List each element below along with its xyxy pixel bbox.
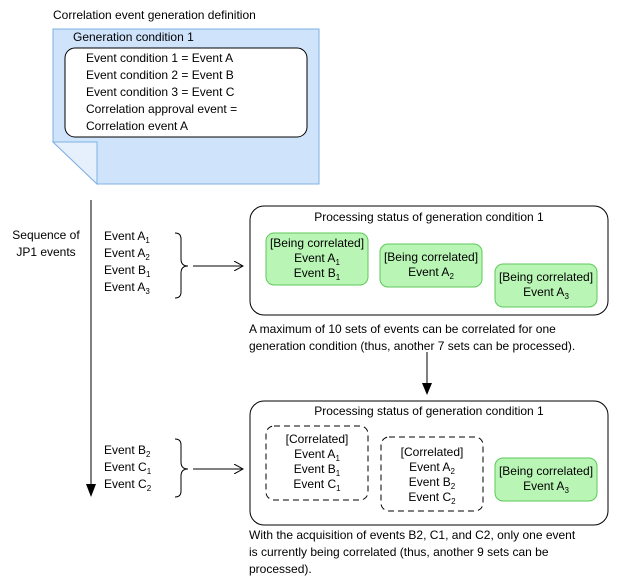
box-event: Event B2	[408, 475, 456, 491]
status-label: [Correlated]	[400, 445, 464, 459]
status-label: [Being correlated]	[269, 236, 365, 250]
note-line: processed).	[249, 562, 312, 576]
sequence-label: Sequence of JP1 events	[3, 227, 89, 261]
sequence-label-line: JP1 events	[16, 245, 76, 259]
panel1-note: A maximum of 10 sets of events can be co…	[249, 321, 575, 355]
box-event: Event B1	[293, 266, 341, 282]
panel2-box2-label: [Correlated] Event A2 Event B2 Event C2	[381, 445, 483, 506]
panel2-box3-label: [Being correlated] Event A3	[495, 464, 597, 495]
event-item: Event A3	[104, 280, 150, 296]
box-event: Event C1	[293, 477, 341, 493]
box-event: Event A1	[294, 251, 340, 267]
box-event: Event C2	[408, 490, 456, 506]
group2-event-list: Event B2 Event C1 Event C2	[104, 442, 151, 493]
panel1-box2	[379, 243, 483, 288]
panel1-box1	[265, 232, 369, 286]
status-label: [Correlated]	[285, 432, 349, 446]
condition-box	[64, 47, 308, 138]
box-event: Event A3	[523, 285, 569, 301]
panel1-box3-label: [Being correlated] Event A3	[495, 270, 597, 301]
condition-title: Generation condition 1	[73, 30, 194, 44]
timeline-arrowhead	[86, 484, 96, 497]
box-event: Event A2	[408, 265, 454, 281]
box-event: Event B1	[293, 462, 341, 478]
panel1-box3	[494, 263, 598, 308]
event-item: Event B1	[104, 263, 151, 279]
status-label: [Being correlated]	[498, 270, 594, 284]
arrow-between-panels-head	[422, 383, 432, 395]
document-fold	[51, 141, 98, 186]
condition-line: Correlation event A	[86, 119, 189, 133]
note-line: A maximum of 10 sets of events can be co…	[249, 322, 556, 336]
panel2-box1	[265, 425, 369, 501]
condition-lines: Event condition 1 = Event A Event condit…	[86, 50, 237, 135]
status-label: [Being correlated]	[383, 250, 479, 264]
brace-group1	[174, 232, 189, 299]
sequence-label-line: Sequence of	[12, 228, 80, 242]
event-item: Event C1	[104, 460, 152, 476]
box-event: Event A3	[523, 479, 569, 495]
condition-line: Correlation approval event =	[86, 102, 238, 116]
box-event: Event A2	[409, 460, 455, 476]
condition-line: Event condition 3 = Event C	[86, 85, 235, 99]
panel1-title: Processing status of generation conditio…	[314, 210, 544, 224]
event-item: Event C2	[104, 477, 152, 493]
note-line: is currently being correlated (thus, ano…	[249, 545, 549, 559]
condition-line: Event condition 2 = Event B	[86, 68, 234, 82]
status-label: [Being correlated]	[498, 464, 594, 478]
note-line: generation condition (thus, another 7 se…	[249, 339, 576, 353]
event-item: Event A2	[104, 246, 150, 262]
panel2-note: With the acquisition of events B2, C1, a…	[249, 527, 575, 578]
note-line: With the acquisition of events B2, C1, a…	[249, 528, 576, 542]
event-item: Event A1	[104, 229, 150, 245]
panel2-box2	[380, 436, 484, 512]
box-event: Event A1	[294, 447, 340, 463]
brace-group2	[174, 438, 189, 498]
group1-event-list: Event A1 Event A2 Event B1 Event A3	[104, 228, 150, 296]
definition-title: Correlation event generation definition	[53, 8, 256, 22]
condition-line: Event condition 1 = Event A	[86, 51, 234, 65]
panel2-box3	[494, 457, 598, 502]
panel1-box1-label: [Being correlated] Event A1 Event B1	[266, 236, 368, 282]
panel2-title: Processing status of generation conditio…	[314, 404, 544, 418]
panel2-box1-label: [Correlated] Event A1 Event B1 Event C1	[266, 432, 368, 493]
panel1-box2-label: [Being correlated] Event A2	[380, 250, 482, 281]
event-item: Event B2	[104, 443, 151, 459]
